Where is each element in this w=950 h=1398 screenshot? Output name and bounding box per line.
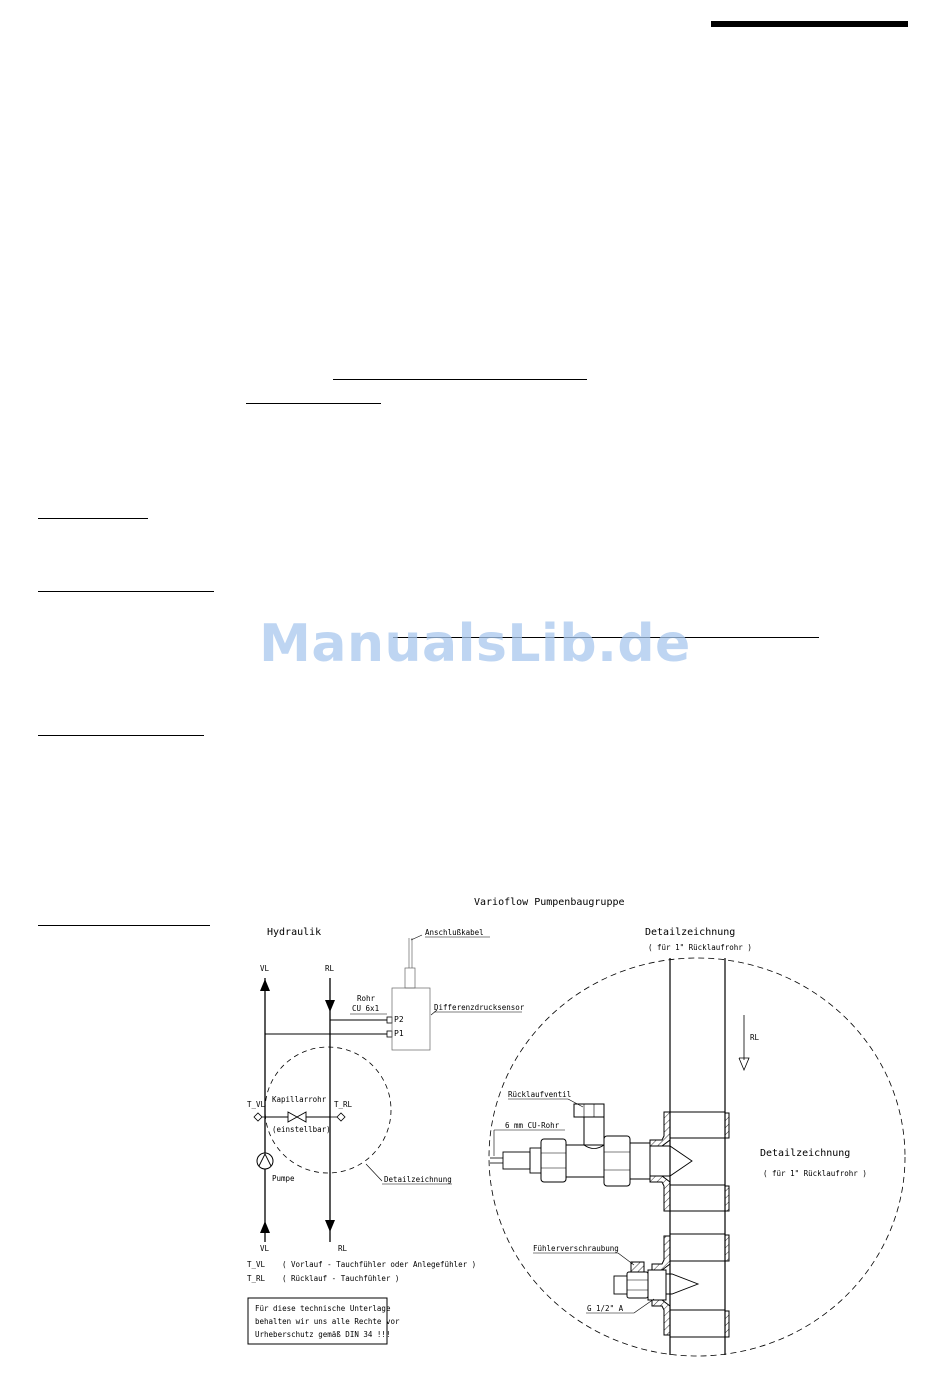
anschlusskabel-label: Anschlußkabel (425, 928, 484, 937)
legend-key: T_VL (247, 1260, 266, 1269)
copyright-line: Für diese technische Unterlage (255, 1304, 391, 1313)
gewinde-label: G 1/2" A (587, 1304, 624, 1313)
hydraulik-heading: Hydraulik (267, 927, 321, 938)
divider-line (38, 925, 210, 926)
vl-label-top: VL (260, 964, 270, 973)
vl-flow-arrow-icon (260, 1221, 270, 1233)
t-rl-sensor-icon (336, 1112, 346, 1122)
t-vl-sensor-icon (253, 1112, 263, 1122)
watermark: ManualsLib.de (259, 614, 691, 674)
copyright-box (247, 1297, 388, 1345)
rohr-label: Rohr (357, 994, 376, 1003)
copyright-line: behalten wir uns alle Rechte vor (255, 1317, 400, 1326)
cu-rohr-label: 6 mm CU-Rohr (505, 1121, 560, 1130)
pumpe-label: Pumpe (272, 1174, 295, 1183)
rl-flow-arrow-icon (325, 1000, 335, 1012)
divider-line (38, 591, 214, 592)
valve-icon (287, 1111, 298, 1123)
hydraulik-schematic: Hydraulik VL RL Rohr CU 6x1 Anschlußkabe… (247, 927, 525, 1345)
divider-line (38, 518, 148, 519)
differenzdrucksensor-label: Differenzdrucksensor (434, 1003, 525, 1012)
ruecklaufventil-label: Rücklaufventil (508, 1090, 571, 1099)
vl-label-bottom: VL (260, 1244, 270, 1253)
rl-flow-arrow-icon (325, 1220, 335, 1232)
detail-rl-label: RL (750, 1033, 760, 1042)
t-vl-label: T_VL (247, 1100, 266, 1109)
legend-text: ( Rücklauf - Tauchfühler ) (282, 1274, 399, 1283)
fuehlerverschraubung-label: Fühlerverschraubung (533, 1244, 619, 1253)
p2-label: P2 (394, 1015, 404, 1024)
rl-label-top: RL (325, 964, 335, 973)
detail-drawing: Detailzeichnung ( für 1" Rücklaufrohr ) … (488, 927, 906, 1357)
cu-label: CU 6x1 (352, 1004, 379, 1013)
divider-line (333, 379, 587, 380)
header-bar (711, 21, 908, 27)
detail-circle-small (264, 1046, 392, 1174)
divider-line (246, 403, 381, 404)
divider-line (393, 637, 819, 638)
detail-heading: Detailzeichnung (645, 927, 735, 938)
p1-label: P1 (394, 1029, 404, 1038)
divider-line (38, 735, 204, 736)
legend-key: T_RL (247, 1274, 266, 1283)
copyright-line: Urheberschutz gemäß DIN 34 !!! (255, 1330, 390, 1339)
detail-circle-large (488, 957, 906, 1357)
einstellbar-label: (einstellbar) (272, 1125, 331, 1134)
t-rl-label: T_RL (334, 1100, 353, 1109)
drawing-title: Varioflow Pumpenbaugruppe (474, 897, 625, 908)
detail-heading-right: Detailzeichnung (760, 1148, 850, 1159)
pumpe-icon (256, 1152, 274, 1170)
rl-label-bottom: RL (338, 1244, 348, 1253)
detail-subheading-right: ( für 1" Rücklaufrohr ) (763, 1169, 867, 1178)
kapillarrohr-label: Kapillarrohr (272, 1095, 327, 1104)
vl-flow-arrow-icon (260, 979, 270, 991)
legend-text: ( Vorlauf - Tauchfühler oder Anlegefühle… (282, 1260, 476, 1269)
detail-subheading: ( für 1" Rücklaufrohr ) (648, 943, 752, 952)
detailzeichnung-callout: Detailzeichnung (384, 1175, 452, 1184)
rl-arrow-icon (738, 1057, 750, 1072)
